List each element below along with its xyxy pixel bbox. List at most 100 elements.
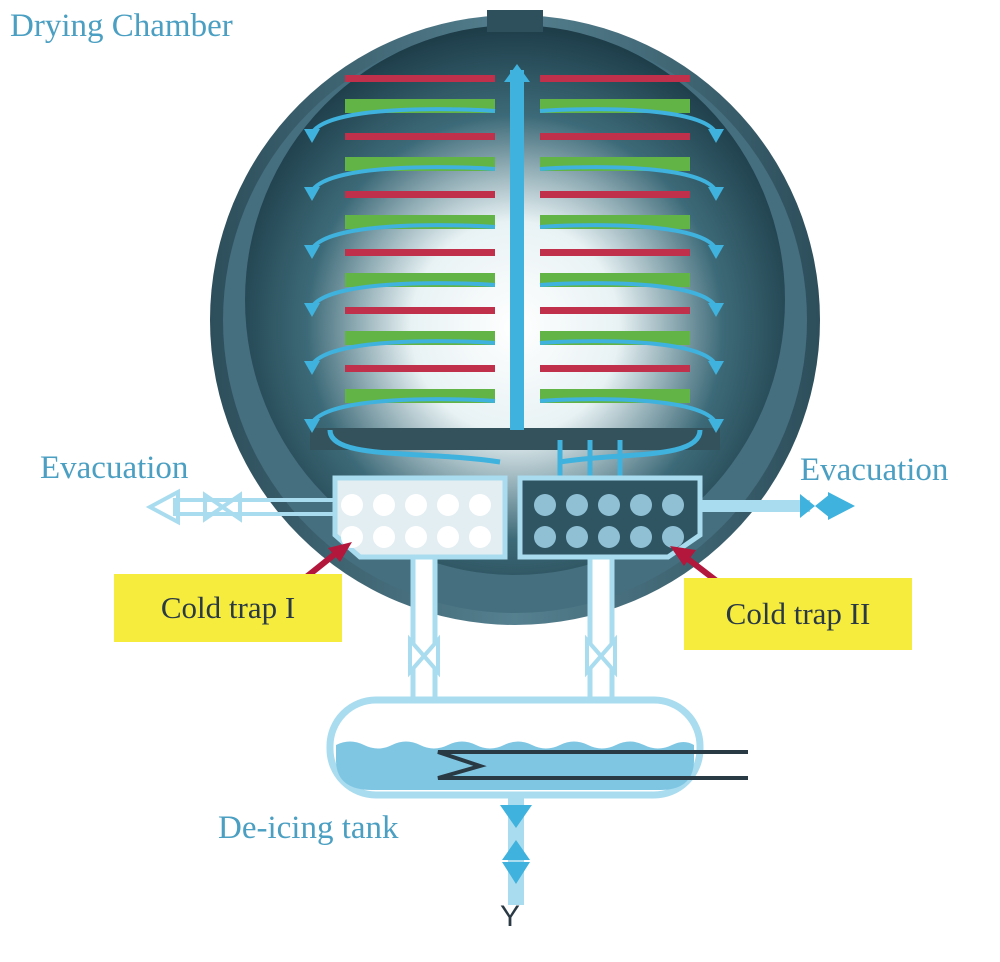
feed-line-left xyxy=(327,429,501,465)
evacuation-pipe-left xyxy=(173,498,337,516)
deicing-outlet-valve-lower-icon xyxy=(502,862,530,884)
feed-line-right xyxy=(559,429,703,465)
cold-trap-coil xyxy=(341,494,363,516)
deicing-tank-water xyxy=(336,741,694,790)
heating-plate xyxy=(540,133,690,140)
cold-trap-coil xyxy=(662,526,684,548)
cold-trap-coil xyxy=(373,526,395,548)
vapour-flow-left xyxy=(310,339,496,367)
vapour-flow-left xyxy=(310,107,496,135)
flow-arrowhead-icon xyxy=(304,303,320,317)
vapour-flow-left xyxy=(310,397,496,425)
vapour-flow-left xyxy=(310,223,496,251)
cold-trap-coil xyxy=(534,494,556,516)
cold-trap-coil xyxy=(469,526,491,548)
cold-trap-coil xyxy=(469,494,491,516)
cold-trap-coil xyxy=(534,526,556,548)
cold-trap-coil xyxy=(437,526,459,548)
chamber-top-port xyxy=(487,10,543,32)
heating-plate xyxy=(345,75,495,82)
vapour-flow-right xyxy=(539,165,718,193)
flow-arrowhead-icon xyxy=(708,361,724,375)
drain-pipe-2 xyxy=(587,554,615,705)
evacuation-pipe-right xyxy=(700,500,810,512)
vapour-flow-arrows xyxy=(304,107,724,433)
drying-chamber-label: Drying Chamber xyxy=(10,8,233,44)
cold-trap-coil xyxy=(662,494,684,516)
flow-arrowhead-icon xyxy=(708,129,724,143)
central-pipe xyxy=(510,70,524,430)
vapour-flow-right xyxy=(539,397,718,425)
deicing-outlet-arrow-icon xyxy=(500,805,532,828)
evacuation-valve-left-icon xyxy=(203,491,242,523)
pointer-head-cold-trap-2-icon xyxy=(670,546,696,566)
deicing-tank xyxy=(326,696,748,905)
evacuation-valve-right-icon xyxy=(800,494,830,518)
heating-plate xyxy=(540,75,690,82)
drain-valve-1-icon xyxy=(408,634,440,678)
trap-feed-lines xyxy=(327,429,703,478)
cold-trap-coil xyxy=(405,494,427,516)
deicing-outlet-valve-icon xyxy=(502,840,530,860)
cold-trap-coil xyxy=(598,494,620,516)
cold-trap-coil xyxy=(405,526,427,548)
cold-trap-1-tag: Cold trap I xyxy=(114,574,342,642)
pointer-head-cold-trap-1-icon xyxy=(328,542,352,562)
evacuation-label-right: Evacuation xyxy=(800,452,949,488)
deicing-heat-coil xyxy=(437,750,748,780)
evacuation-label-left: Evacuation xyxy=(40,450,189,486)
cold-trap-2-body xyxy=(517,475,703,560)
chamber-floor xyxy=(310,428,720,450)
heating-plate xyxy=(540,191,690,198)
heating-plate xyxy=(345,133,495,140)
cold-trap-coil xyxy=(437,494,459,516)
vapour-flow-right xyxy=(539,107,718,135)
vapour-flow-left xyxy=(310,281,496,309)
cold-trap-1 xyxy=(332,475,508,560)
drain-valve-2-icon xyxy=(585,634,617,678)
cold-trap-coil xyxy=(566,526,588,548)
flow-arrowhead-icon xyxy=(304,245,320,259)
flow-arrowhead-icon xyxy=(304,419,320,433)
heating-plate xyxy=(540,307,690,314)
heating-plate xyxy=(540,365,690,372)
drain-pipe-1 xyxy=(410,554,438,705)
flow-arrowhead-icon xyxy=(708,303,724,317)
evacuation-line-right xyxy=(700,492,855,520)
trap-drain-pipes xyxy=(408,554,617,705)
cold-trap-1-coils xyxy=(341,494,491,548)
evacuation-arrow-left-icon xyxy=(145,488,180,526)
cold-trap-coil xyxy=(630,494,652,516)
flow-arrowhead-icon xyxy=(708,187,724,201)
flow-arrowhead-icon xyxy=(304,361,320,375)
flow-arrowhead-icon xyxy=(304,129,320,143)
cold-trap-coil xyxy=(598,526,620,548)
flow-arrowhead-icon xyxy=(304,187,320,201)
cold-trap-2 xyxy=(517,475,703,560)
vapour-flow-right xyxy=(539,281,718,309)
vapour-flow-right xyxy=(539,223,718,251)
deicing-tank-label: De-icing tank xyxy=(218,810,399,846)
evacuation-line-left xyxy=(145,488,337,526)
cold-trap-coil xyxy=(566,494,588,516)
pointer-cold-trap-2 xyxy=(682,553,720,585)
cold-trap-coil xyxy=(341,526,363,548)
valve-symbol-label: Y xyxy=(500,900,521,933)
central-flow-line xyxy=(504,64,530,430)
heating-plate xyxy=(345,249,495,256)
evacuation-arrow-right-icon xyxy=(828,492,855,520)
vapour-flow-left xyxy=(310,165,496,193)
cold-trap-coil xyxy=(630,526,652,548)
heating-plate xyxy=(345,307,495,314)
heating-plate xyxy=(345,191,495,198)
cold-trap-coil xyxy=(373,494,395,516)
heating-plate xyxy=(540,249,690,256)
cold-trap-2-tag: Cold trap II xyxy=(684,578,912,650)
flow-arrowhead-icon xyxy=(708,419,724,433)
central-pipe-arrow xyxy=(504,64,530,82)
vapour-flow-right xyxy=(539,339,718,367)
flow-arrowhead-icon xyxy=(708,245,724,259)
heating-plate xyxy=(345,365,495,372)
